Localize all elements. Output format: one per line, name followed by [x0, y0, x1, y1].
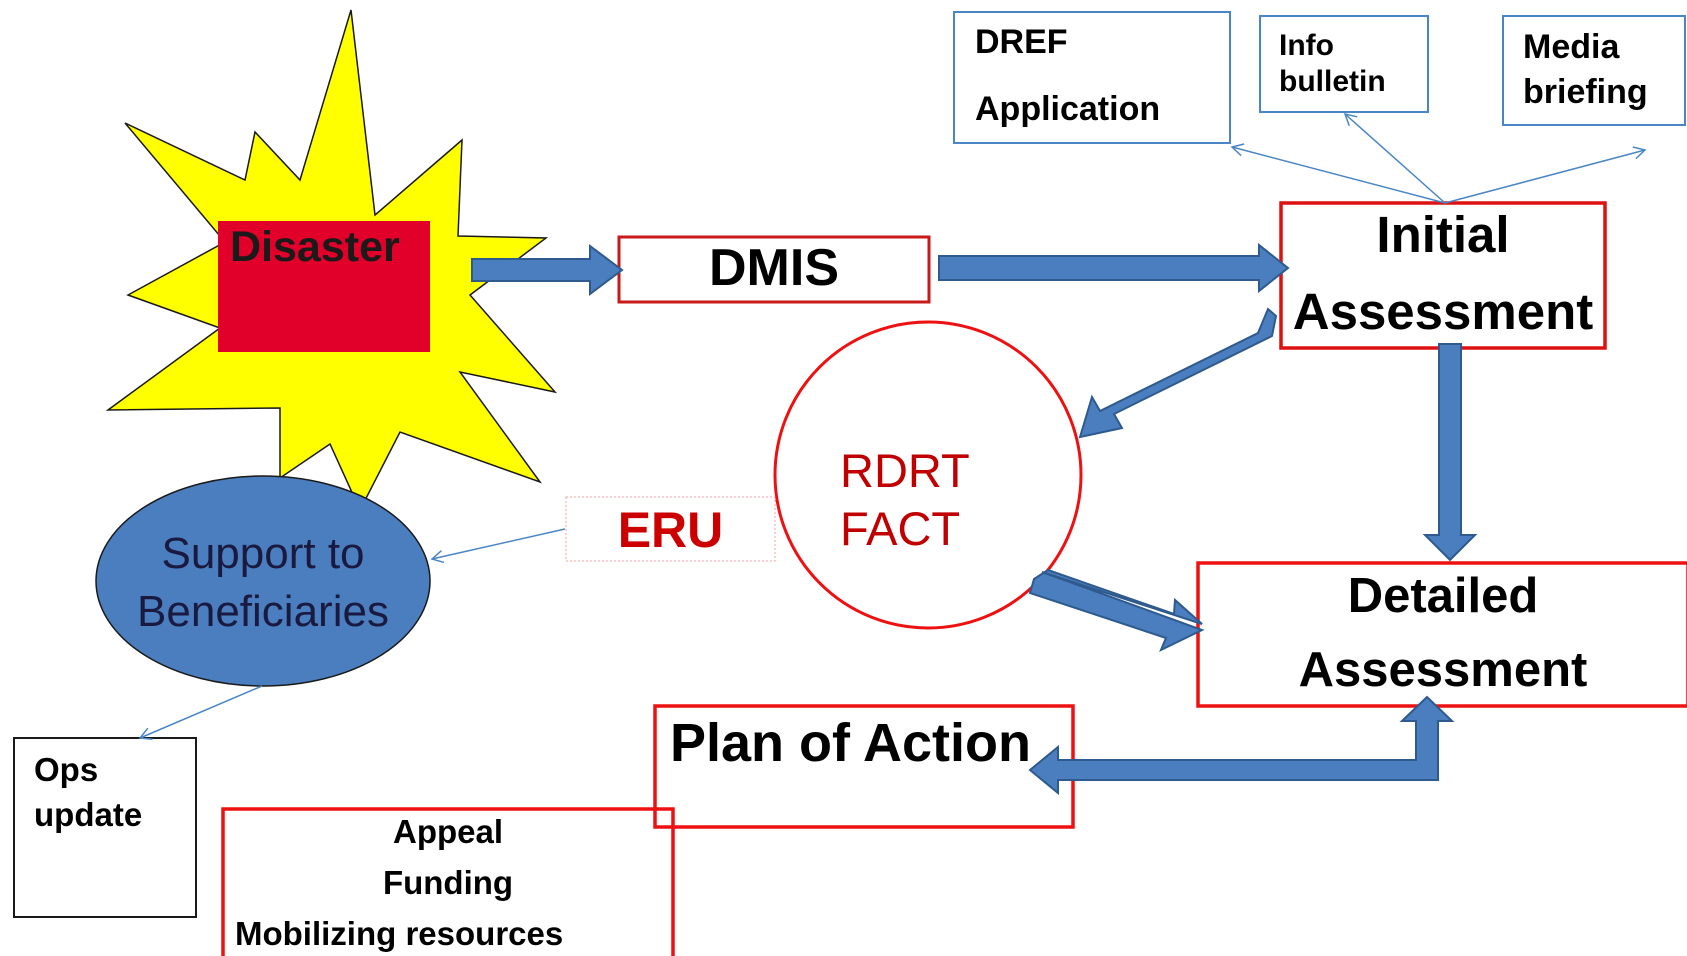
- appeal-line3: Mobilizing resources: [235, 915, 564, 952]
- arrow-detailed-to-plan: [1028, 695, 1455, 796]
- detailed-assessment-line2: Assessment: [1298, 643, 1588, 697]
- dmis-label: DMIS: [709, 239, 839, 297]
- eru-box: [565, 496, 776, 562]
- connector-to-media: [1444, 146, 1647, 204]
- info-bulletin-line1: Info: [1279, 29, 1334, 62]
- detailed-assessment-box: [1196, 561, 1687, 708]
- info-bulletin-box: [1259, 15, 1429, 113]
- arrow-disaster-to-dmis: [471, 244, 624, 296]
- media-briefing-line2: briefing: [1523, 73, 1648, 111]
- eru-label: ERU: [617, 502, 724, 558]
- rdrt-fact-circle: [773, 320, 1083, 630]
- connector-to-info: [1343, 112, 1446, 204]
- support-line2: Beneficiaries: [137, 587, 389, 636]
- dref-line2: Application: [975, 90, 1161, 128]
- ops-update-line1: Ops: [34, 751, 99, 788]
- connector-support-to-ops: [138, 685, 263, 740]
- disaster-box: [218, 221, 430, 352]
- connector-eru-to-support: [430, 528, 566, 564]
- rdrt-label: RDRT: [840, 444, 970, 497]
- dref-line1: DREF: [975, 23, 1068, 61]
- appeal-box: [221, 807, 675, 956]
- ops-update-line2: update: [34, 796, 143, 833]
- detailed-assessment-line1: Detailed: [1347, 569, 1539, 623]
- support-ellipse: [95, 475, 431, 687]
- arrow-rdrt-to-detailed: [1028, 568, 1205, 653]
- initial-assessment-line1: Initial: [1376, 206, 1510, 263]
- dref-box: [953, 11, 1231, 144]
- arrow-initial-to-rdrt: [1078, 307, 1278, 439]
- appeal-line2: Funding: [382, 864, 514, 901]
- fact-label: FACT: [840, 502, 961, 555]
- media-briefing-box: [1502, 15, 1686, 126]
- disaster-label: Disaster: [230, 223, 400, 271]
- appeal-line1: Appeal: [392, 813, 504, 850]
- initial-assessment-line2: Assessment: [1292, 283, 1594, 340]
- support-line1: Support to: [161, 529, 365, 578]
- connector-to-dref: [1230, 143, 1446, 204]
- arrow-initial-to-detailed: [1422, 343, 1478, 562]
- plan-of-action-label: Plan of Action: [670, 713, 1031, 773]
- info-bulletin-line2: bulletin: [1279, 65, 1386, 98]
- ops-update-box: [13, 737, 197, 918]
- arrow-dmis-to-initial: [938, 242, 1290, 294]
- media-briefing-line1: Media: [1523, 28, 1620, 66]
